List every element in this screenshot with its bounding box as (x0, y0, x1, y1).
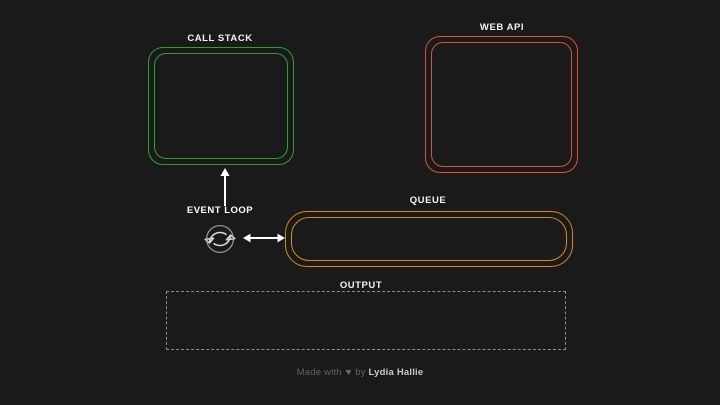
queue-label: QUEUE (409, 195, 447, 206)
heart-icon: ♥ (345, 367, 352, 378)
sync-circular-arrows-icon (199, 219, 241, 259)
queue-container[interactable] (285, 211, 573, 267)
arrow-up-icon (219, 168, 231, 206)
footer-author[interactable]: Lydia Hallie (368, 367, 424, 378)
output-label: OUTPUT (339, 280, 383, 291)
footer-credit: Made with ♥ by Lydia Hallie (0, 367, 720, 378)
event-loop-label: EVENT LOOP (186, 205, 254, 216)
queue-inner (291, 217, 567, 261)
call-stack-container[interactable] (148, 47, 294, 165)
web-api-label: WEB API (479, 22, 525, 33)
call-stack-label: CALL STACK (187, 33, 253, 44)
arrow-left-right-icon (243, 230, 285, 246)
web-api-container[interactable] (425, 36, 578, 173)
call-stack-inner (154, 53, 288, 159)
output-container[interactable] (166, 291, 566, 350)
footer-made-with: Made with (296, 367, 342, 378)
web-api-inner (431, 42, 572, 167)
footer-by: by (355, 367, 366, 378)
